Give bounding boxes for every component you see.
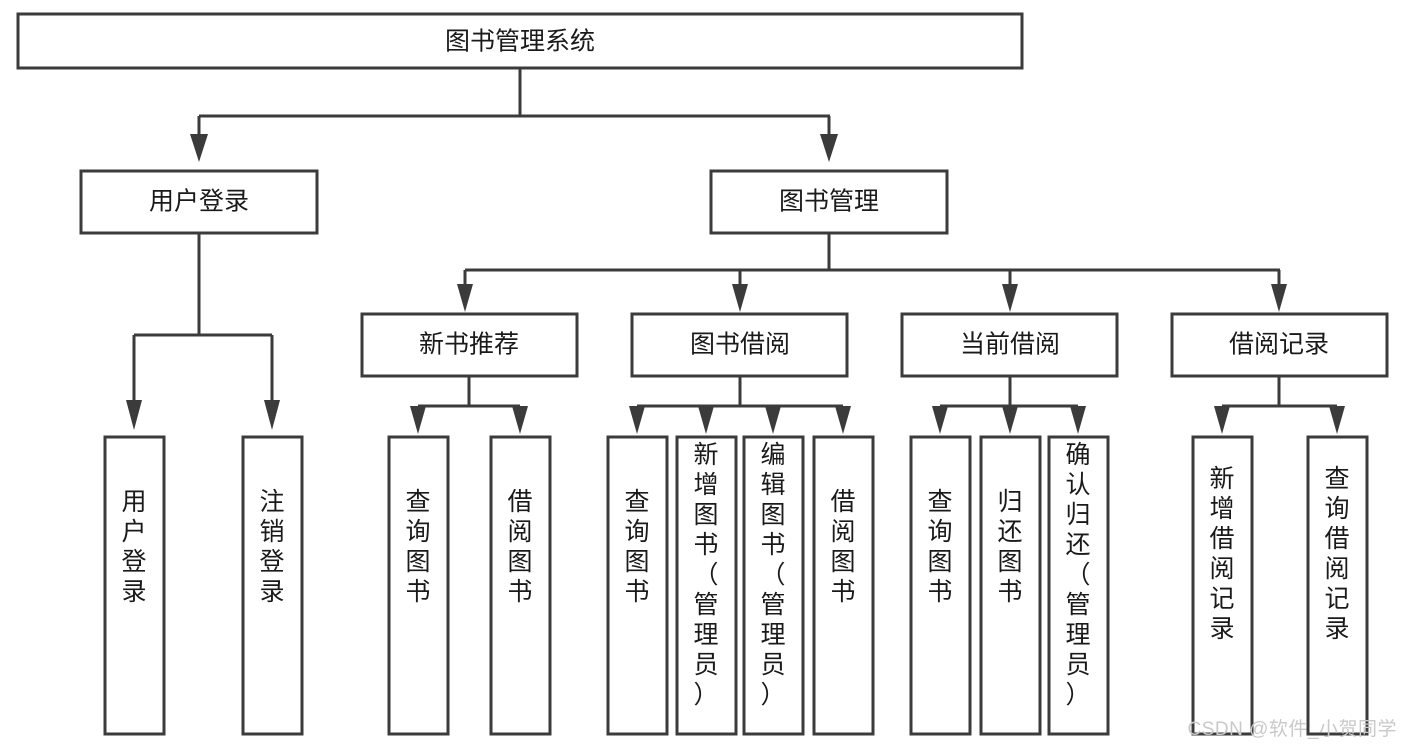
leaf-new-book-query[interactable]: 查询图书 (387, 435, 450, 736)
leaf-book-borrow-borrow-label: 借阅图书 (830, 488, 855, 606)
leaf-current-borrow-confirm[interactable]: 确认归还（管理员） (1047, 435, 1110, 736)
leaf-book-borrow-query-label: 查询图书 (624, 488, 649, 606)
node-book-borrow-box[interactable] (630, 312, 849, 378)
leaf-user-login-logout-box[interactable] (241, 435, 304, 736)
arrow-leaf-a2 (264, 400, 280, 430)
leaf-user-login-login-label: 用户登录 (121, 488, 146, 606)
node-root-label: 图书管理系统 (445, 28, 595, 56)
node-book-management-box[interactable] (709, 169, 949, 235)
node-current-borrow[interactable]: 当前借阅 (900, 312, 1119, 378)
arrow-book-mgmt (820, 134, 838, 162)
leaf-book-borrow-query-box[interactable] (606, 435, 669, 736)
leaf-book-borrow-edit[interactable]: 编辑图书（管理员） (742, 435, 805, 736)
leaf-borrow-record-add[interactable]: 新增借阅记录 (1191, 435, 1254, 736)
leaf-new-book-borrow-box[interactable] (489, 435, 552, 736)
node-new-book-recommend-box[interactable] (360, 312, 579, 378)
node-user-login[interactable]: 用户登录 (79, 169, 319, 235)
leaf-user-login-logout[interactable]: 注销登录 (241, 435, 304, 736)
arrow-leaf-a1 (126, 400, 142, 430)
leaf-current-borrow-query[interactable]: 查询图书 (909, 435, 972, 736)
node-book-management-label: 图书管理 (779, 188, 879, 216)
arrow-leaf-b1 (410, 406, 426, 434)
node-user-login-box[interactable] (79, 169, 319, 235)
leaf-book-borrow-add-label: 新增图书（管理员） (693, 441, 718, 709)
leaf-current-borrow-query-box[interactable] (909, 435, 972, 736)
leaf-current-borrow-confirm-box[interactable] (1047, 435, 1110, 736)
leaf-current-borrow-confirm-label: 确认归还（管理员） (1065, 441, 1090, 709)
arrow-user-login (190, 134, 208, 162)
arrow-leaf-d1 (932, 406, 948, 434)
arrow-leaf-c2 (698, 406, 714, 434)
leaf-new-book-query-box[interactable] (387, 435, 450, 736)
arrow-leaf-c1 (629, 406, 645, 434)
leaf-book-borrow-add-box[interactable] (675, 435, 738, 736)
node-borrow-record-label: 借阅记录 (1229, 331, 1329, 359)
leaf-book-borrow-add[interactable]: 新增图书（管理员） (675, 435, 738, 736)
leaf-current-borrow-return[interactable]: 归还图书 (979, 435, 1042, 736)
leaf-borrow-record-add-box[interactable] (1191, 435, 1254, 736)
leaf-book-borrow-borrow-box[interactable] (812, 435, 875, 736)
node-root[interactable]: 图书管理系统 (16, 12, 1024, 70)
node-book-management[interactable]: 图书管理 (709, 169, 949, 235)
arrow-leaf-e2 (1329, 406, 1345, 434)
leaf-book-borrow-edit-box[interactable] (742, 435, 805, 736)
leaf-borrow-record-query-label: 查询借阅记录 (1324, 465, 1349, 643)
leaf-user-login-login[interactable]: 用户登录 (103, 435, 166, 736)
leaf-book-borrow-edit-label: 编辑图书（管理员） (760, 441, 785, 709)
node-new-book-recommend-label: 新书推荐 (419, 331, 519, 359)
leaf-current-borrow-return-label: 归还图书 (997, 488, 1022, 606)
node-current-borrow-box[interactable] (900, 312, 1119, 378)
arrow-borrow-record (1271, 284, 1287, 312)
arrow-current-borrow (1002, 284, 1018, 312)
leaf-new-book-query-label: 查询图书 (405, 488, 430, 606)
node-user-login-label: 用户登录 (149, 188, 249, 216)
leaf-user-login-logout-label: 注销登录 (259, 488, 284, 606)
leaf-new-book-borrow-label: 借阅图书 (507, 488, 532, 606)
leaf-borrow-record-add-label: 新增借阅记录 (1209, 465, 1234, 643)
csdn-watermark: CSDN @软件_小贺同学 (1187, 719, 1397, 740)
arrow-leaf-e1 (1214, 406, 1230, 434)
leaf-borrow-record-query[interactable]: 查询借阅记录 (1306, 435, 1369, 736)
leaf-book-borrow-borrow[interactable]: 借阅图书 (812, 435, 875, 736)
leaf-current-borrow-return-box[interactable] (979, 435, 1042, 736)
leaf-book-borrow-query[interactable]: 查询图书 (606, 435, 669, 736)
arrow-book-borrow (732, 284, 748, 312)
leaf-user-login-login-box[interactable] (103, 435, 166, 736)
arrow-leaf-d2 (1002, 406, 1018, 434)
node-current-borrow-label: 当前借阅 (960, 331, 1060, 359)
arrow-leaf-b2 (512, 406, 528, 434)
leaf-new-book-borrow[interactable]: 借阅图书 (489, 435, 552, 736)
arrow-leaf-c4 (835, 406, 851, 434)
arrow-new-book (457, 284, 473, 312)
node-borrow-record-box[interactable] (1170, 312, 1389, 378)
node-new-book-recommend[interactable]: 新书推荐 (360, 312, 579, 378)
node-book-borrow-label: 图书借阅 (690, 331, 790, 359)
leaf-borrow-record-query-box[interactable] (1306, 435, 1369, 736)
arrow-leaf-d3 (1070, 406, 1086, 434)
connector-layer (126, 68, 1345, 434)
node-root-box[interactable] (16, 12, 1024, 70)
arrow-leaf-c3 (765, 406, 781, 434)
node-book-borrow[interactable]: 图书借阅 (630, 312, 849, 378)
node-borrow-record[interactable]: 借阅记录 (1170, 312, 1389, 378)
leaf-current-borrow-query-label: 查询图书 (927, 488, 952, 606)
